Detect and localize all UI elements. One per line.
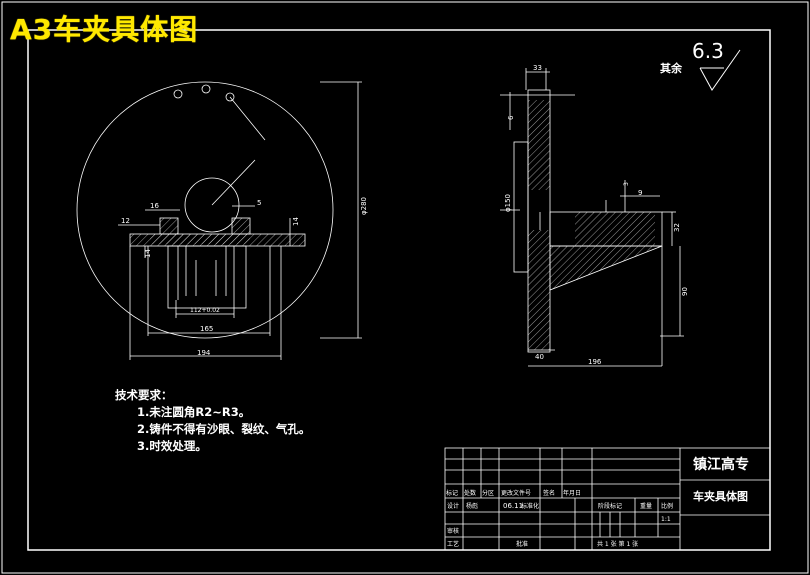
dim-outer-diameter: φ280 [360, 197, 368, 215]
process-label: 工艺 [447, 540, 459, 548]
stage-label: 阶段标记 [598, 502, 622, 510]
dim-194: 194 [197, 349, 211, 357]
label-date: 年月日 [563, 489, 581, 497]
requirements-heading: 技术要求： [115, 388, 173, 402]
design-label: 设计 [447, 502, 459, 510]
school-name: 镇江高专 [693, 456, 749, 473]
dim-3: 3 [623, 182, 630, 186]
bolt-hole [173, 89, 183, 99]
fixture-body [167, 245, 247, 309]
bore-circle [184, 177, 240, 233]
inner-frame [27, 29, 771, 551]
review-label: 审核 [447, 527, 459, 535]
dim-12: 12 [121, 217, 130, 225]
scale-label: 比例 [661, 502, 673, 510]
technical-requirements: 技术要求： 1.未注圆角R2~R3。 2.铸件不得有沙眼、裂纹、气孔。 3.时效… [115, 387, 310, 455]
dim-40: 40 [535, 353, 544, 361]
front-view-dimensions: 194 165 112+0.02 φ280 12 16 5 14 14 [121, 197, 368, 357]
dim-14b: 14 [144, 249, 152, 258]
requirement-item: 2.铸件不得有沙眼、裂纹、气孔。 [137, 422, 311, 436]
requirement-item: 3.时效处理。 [137, 439, 207, 453]
dim-16: 16 [150, 202, 159, 210]
dim-112: 112+0.02 [190, 307, 220, 314]
approve-label: 批准 [516, 540, 528, 548]
dim-165: 165 [200, 325, 213, 333]
designer: 杨彪 [466, 502, 478, 510]
left-jaw [159, 217, 179, 235]
dim-150: φ150 [504, 194, 512, 212]
dim-5: 5 [257, 199, 261, 207]
requirement-item: 1.未注圆角R2~R3。 [137, 405, 251, 419]
scale-value: 1:1 [661, 516, 671, 523]
dim-9: 9 [638, 189, 642, 197]
weight-label: 重量 [640, 502, 652, 510]
dim-14: 14 [292, 217, 300, 226]
bolt-hole [201, 84, 211, 94]
design-date: 06.11 [503, 502, 523, 510]
rib [549, 245, 663, 291]
title-block [444, 447, 771, 551]
label-change-doc: 更改文件号 [501, 489, 531, 497]
dim-196: 196 [588, 358, 602, 366]
front-view [76, 81, 362, 360]
right-jaw [231, 217, 251, 235]
sheet-info: 共 1 张 第 1 张 [597, 540, 638, 548]
label-zone: 分区 [482, 489, 494, 497]
title-block-text: 镇江高专 车夹具体图 标记 处数 分区 更改文件号 签名 年月日 设计 杨彪 0… [446, 456, 749, 548]
bolt-hole [225, 92, 235, 102]
roughness-label: 其余 [660, 61, 683, 75]
section-view [500, 68, 684, 367]
label-count: 处数 [464, 489, 476, 497]
roughness-value: 6.3 [692, 39, 724, 63]
bore-slot [513, 141, 529, 273]
label-signature: 签名 [543, 489, 555, 497]
section-view-dimensions: 40 196 90 32 φ150 33 9 6 3 [504, 64, 689, 366]
roughness-symbol: 其余 6.3 [660, 39, 741, 91]
dim-6: 6 [507, 115, 515, 120]
dim-32: 32 [673, 223, 681, 232]
std-label: 标准化 [521, 502, 539, 510]
page-title: A3车夹具体图 [10, 13, 199, 46]
dim-33: 33 [533, 64, 542, 72]
outer-disk-circle [76, 81, 334, 339]
drawing-name: 车夹具体图 [693, 489, 748, 503]
label-marker: 标记 [446, 489, 458, 497]
dim-90: 90 [681, 287, 689, 296]
